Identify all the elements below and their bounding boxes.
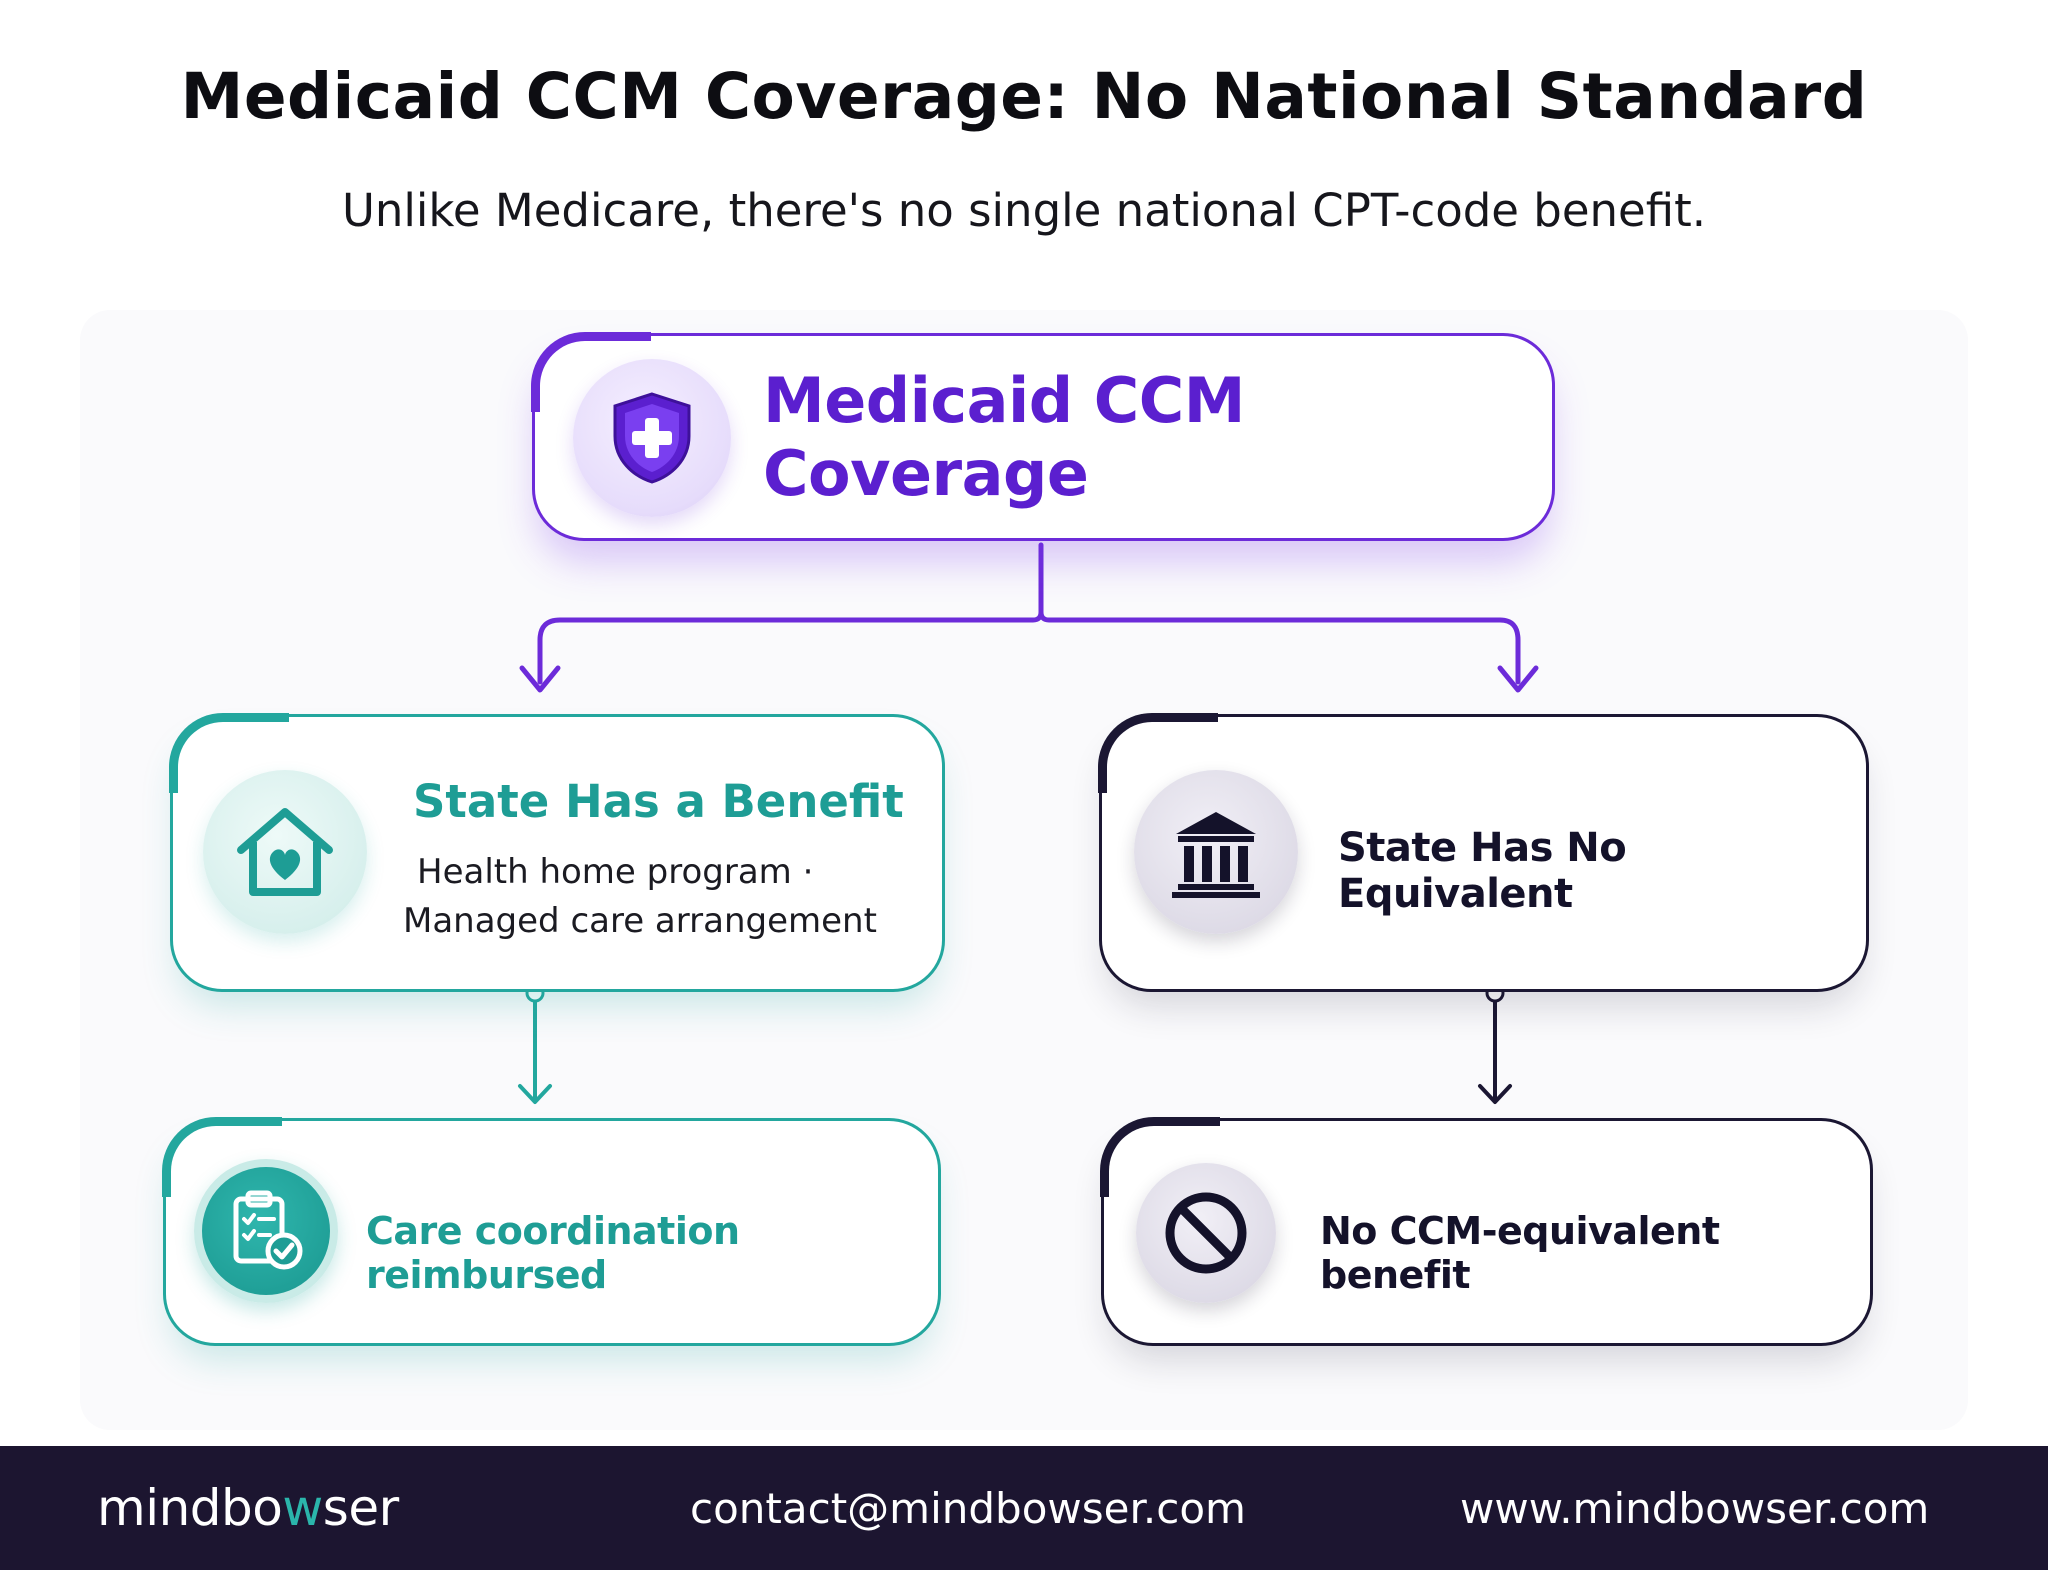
- benefit-node-accent: [169, 713, 289, 793]
- prohibited-icon: [1136, 1163, 1276, 1303]
- care-node-label: Care coordination reimbursed: [366, 1209, 740, 1297]
- root-node: Medicaid CCM Coverage: [531, 332, 1555, 541]
- clipboard-check-icon: [194, 1159, 338, 1303]
- benefit-line-managed-care: Managed care arrangement: [403, 901, 877, 941]
- house-heart-icon: [203, 770, 367, 934]
- government-building-icon: [1134, 770, 1298, 934]
- shield-plus-icon: [573, 359, 731, 517]
- benefit-line-health-home: Health home program ·: [417, 852, 814, 892]
- logo-text-accent: w: [282, 1479, 323, 1537]
- care-coordination-node: Care coordination reimbursed: [162, 1117, 941, 1346]
- page-title: Medicaid CCM Coverage: No National Stand…: [180, 60, 1868, 133]
- no-ccm-node-accent: [1100, 1117, 1220, 1197]
- logo-text-start: mindbo: [97, 1479, 283, 1537]
- no-equivalent-node-accent: [1098, 713, 1218, 793]
- state-has-no-equivalent-node: State Has No Equivalent: [1098, 713, 1869, 992]
- website-link[interactable]: www.mindbowser.com: [1460, 1483, 1930, 1533]
- page-subtitle: Unlike Medicare, there's no single natio…: [341, 184, 1707, 237]
- no-ccm-benefit-node: No CCM-equivalent benefit: [1100, 1117, 1873, 1346]
- care-node-accent: [162, 1117, 282, 1197]
- contact-email[interactable]: contact@mindbowser.com: [690, 1483, 1246, 1533]
- root-node-label: Medicaid CCM Coverage: [763, 364, 1245, 510]
- benefit-node-title: State Has a Benefit: [413, 775, 904, 828]
- logo-text-end: ser: [322, 1479, 399, 1537]
- root-node-accent: [531, 332, 651, 412]
- state-has-benefit-node: State Has a Benefit Health home program …: [169, 713, 945, 992]
- no-equivalent-node-title: State Has No Equivalent: [1338, 825, 1627, 917]
- no-ccm-node-label: No CCM-equivalent benefit: [1320, 1209, 1720, 1297]
